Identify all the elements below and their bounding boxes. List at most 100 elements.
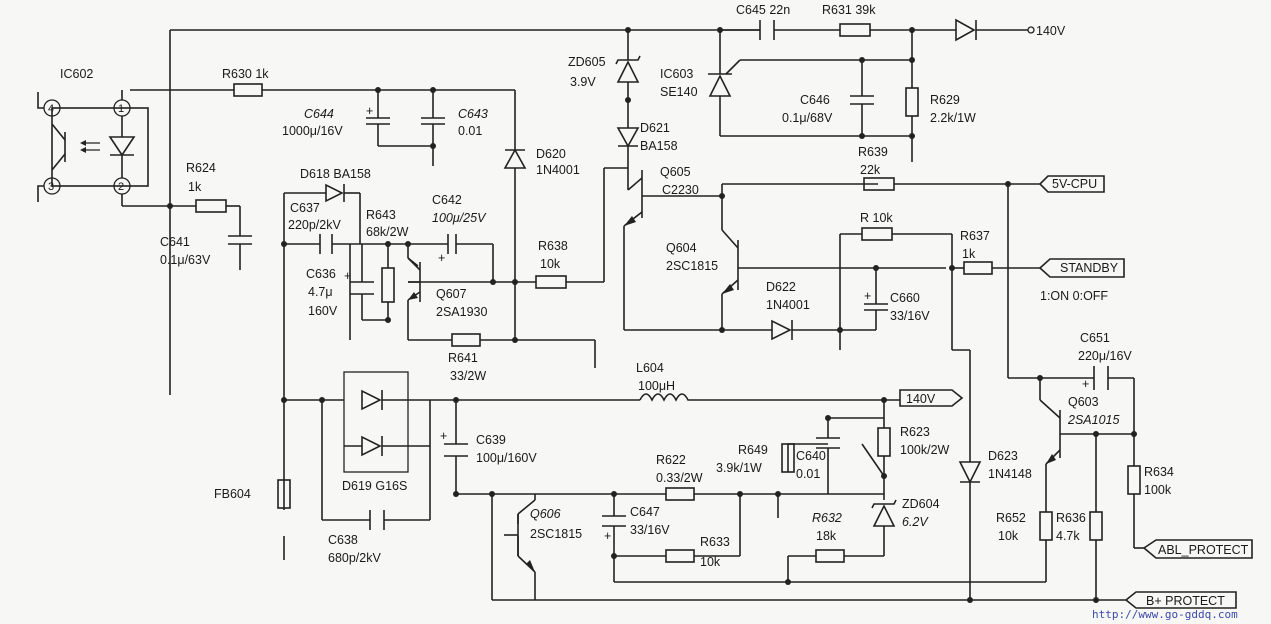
ic603-thyristor [708, 59, 741, 100]
q604-value: 2SC1815 [666, 259, 718, 273]
c647-capacitor: + [602, 515, 626, 543]
r641-value: 33/2W [450, 369, 486, 383]
svg-text:+: + [604, 529, 611, 543]
r622-label: R622 [656, 453, 686, 467]
c642-label: C642 [432, 193, 462, 207]
fb604-label: FB604 [214, 487, 251, 501]
r632-label: R632 [812, 511, 842, 525]
c636-value-1: 4.7μ [308, 285, 333, 299]
c647-label: C647 [630, 505, 660, 519]
d621-diode [616, 127, 640, 148]
c639-value: 100μ/160V [476, 451, 537, 465]
c643-value: 0.01 [458, 124, 482, 138]
c642-value: 100μ/25V [432, 211, 487, 225]
wires-top [121, 29, 760, 395]
b-plus-protect-label: B+ PROTECT [1146, 594, 1225, 608]
watermark-url: http://www.go-gddq.com [1092, 608, 1238, 621]
q605-label: Q605 [660, 165, 691, 179]
tag-abl-protect [1142, 539, 1253, 559]
q605-value: C2230 [662, 183, 699, 197]
r638-label: R638 [538, 239, 568, 253]
c640-value: 0.01 [796, 467, 820, 481]
svg-text:+: + [366, 104, 373, 118]
r623-label: R623 [900, 425, 930, 439]
r652-resistor [1039, 511, 1053, 541]
d623-label: D623 [988, 449, 1018, 463]
c646-capacitor [850, 95, 874, 105]
tag-140v [899, 389, 964, 407]
r622-value: 0.33/2W [656, 471, 703, 485]
c643-label: C643 [458, 107, 488, 121]
d620-value: 1N4001 [536, 163, 580, 177]
c645-label: C645 22n [736, 3, 790, 17]
zd605-label: ZD605 [568, 55, 606, 69]
r624-value: 1k [188, 180, 202, 194]
c645-capacitor [759, 20, 775, 40]
q604-arrow [722, 284, 734, 294]
c651-value: 220μ/16V [1078, 349, 1132, 363]
d618-diode [325, 183, 345, 203]
c644-label: C644 [304, 107, 334, 121]
wire [37, 92, 44, 109]
r643-resistor [381, 267, 395, 303]
r638-resistor [535, 275, 567, 289]
d618-label: D618 BA158 [300, 167, 371, 181]
c642-capacitor: + [438, 234, 457, 265]
svg-text:+: + [440, 429, 447, 443]
d621-value: BA158 [640, 139, 678, 153]
r631-label: R631 39k [822, 3, 876, 17]
fb604-ferrite [277, 479, 291, 509]
q603-arrow [1046, 454, 1056, 464]
ic603-label: IC603 [660, 67, 693, 81]
l604-value: 100μH [638, 379, 675, 393]
q603-value: 2SA1015 [1067, 413, 1119, 427]
c639-capacitor: + [440, 429, 468, 457]
output-diode [955, 18, 977, 42]
v5cpu-label: 5V-CPU [1052, 177, 1097, 191]
r638-value: 10k [540, 257, 561, 271]
c641-label: C641 [160, 235, 190, 249]
tag-standby [1038, 258, 1125, 278]
c636-capacitor: + [344, 269, 374, 295]
d619-diode-pair [343, 371, 430, 473]
q607-transistor [407, 257, 421, 302]
zd605-value: 3.9V [570, 75, 596, 89]
pin-4-label: 4 [48, 103, 54, 115]
zd604-label: ZD604 [902, 497, 940, 511]
l604-inductor [639, 393, 690, 402]
r649-label: R649 [738, 443, 768, 457]
c637-capacitor [319, 234, 333, 254]
svg-text:+: + [864, 289, 871, 303]
q606-value: 2SC1815 [530, 527, 582, 541]
wire [37, 185, 44, 202]
c647-value: 33/16V [630, 523, 670, 537]
standby-note: 1:ON 0:OFF [1040, 289, 1108, 303]
c638-capacitor [369, 510, 385, 530]
q606-transistor [504, 514, 535, 572]
r624-resistor [195, 199, 227, 213]
standby-label: STANDBY [1060, 261, 1119, 275]
v140-top-label: 140V [1036, 24, 1066, 38]
c643-capacitor [421, 90, 445, 166]
r623-value: 100k/2W [900, 443, 950, 457]
q604-label: Q604 [666, 241, 697, 255]
r634-label: R634 [1144, 465, 1174, 479]
r649-value: 3.9k/1W [716, 461, 762, 475]
d622-diode [771, 319, 793, 341]
d623-value: 1N4148 [988, 467, 1032, 481]
d621-label: D621 [640, 121, 670, 135]
svg-text:+: + [344, 269, 351, 283]
q607-value: 2SA1930 [436, 305, 487, 319]
c640-capacitor [816, 437, 840, 449]
r633-resistor [665, 549, 695, 563]
d620-label: D620 [536, 147, 566, 161]
r637-value: 1k [962, 247, 976, 261]
c660-capacitor: + [864, 289, 888, 316]
c636-label: C636 [306, 267, 336, 281]
r634-value: 100k [1144, 483, 1172, 497]
r623-resistor [877, 427, 891, 457]
r637-label: R637 [960, 229, 990, 243]
r643-value: 68k/2W [366, 225, 409, 239]
r636-resistor [1089, 511, 1103, 541]
